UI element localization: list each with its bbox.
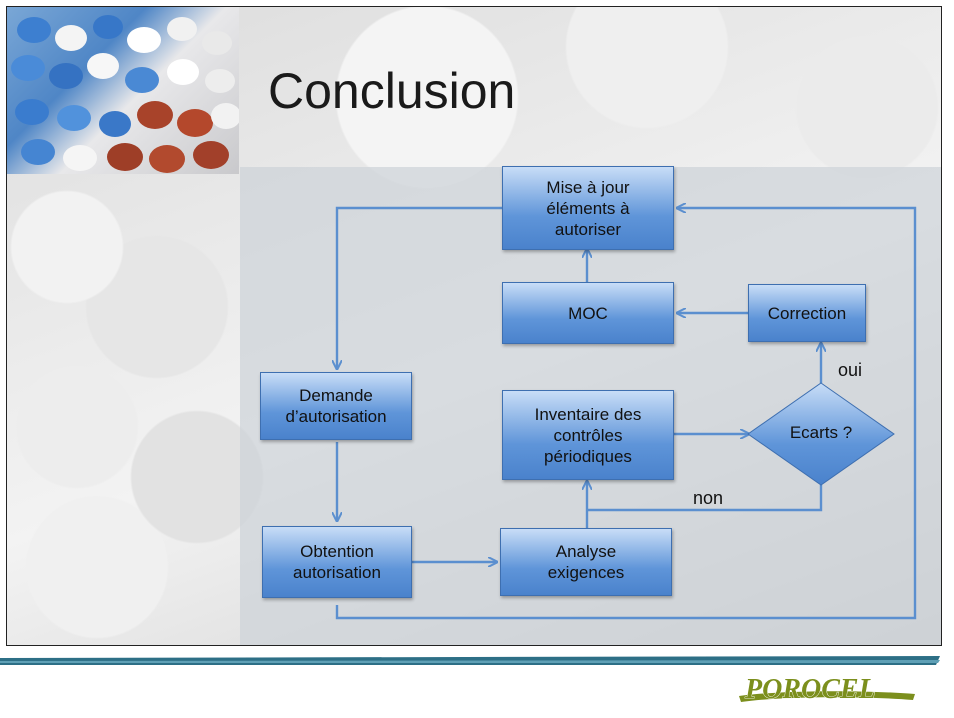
node-mise-a-jour: Mise à jour éléments à autoriser [502, 166, 674, 250]
porocel-logo: POROCEL [733, 672, 919, 712]
footer-rule [0, 656, 940, 665]
node-ecarts-diamond [747, 382, 895, 486]
node-demande: Demande d’autorisation [260, 372, 412, 440]
logo-text: POROCEL [744, 674, 876, 705]
node-analyse: Analyse exigences [500, 528, 672, 596]
slide-title: Conclusion [268, 63, 516, 119]
node-inventaire: Inventaire des contrôles périodiques [502, 390, 674, 480]
edge-label-oui: oui [838, 360, 863, 380]
node-moc: MOC [502, 282, 674, 344]
node-obtention: Obtention autorisation [262, 526, 412, 598]
node-correction: Correction [748, 284, 866, 342]
pills-photo [7, 7, 239, 174]
node-ecarts-label: Ecarts ? [789, 423, 853, 442]
edge-label-non: non [693, 488, 724, 508]
